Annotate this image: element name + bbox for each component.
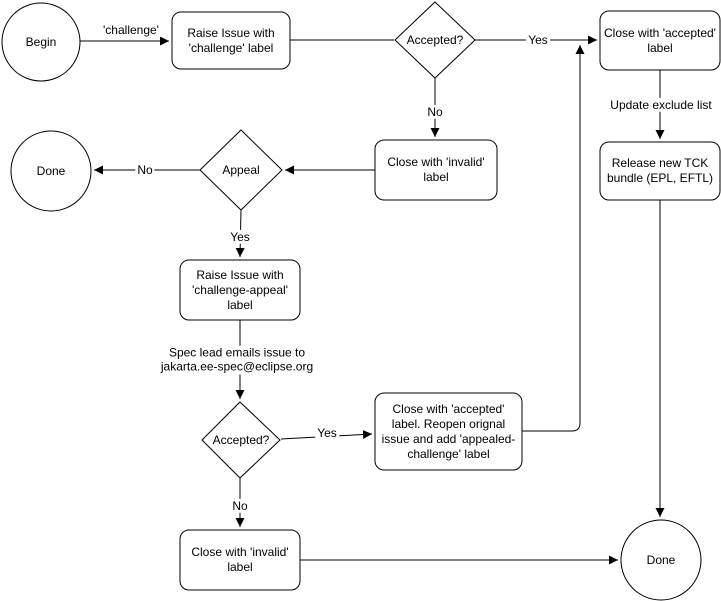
close-accepted-shape	[599, 10, 721, 71]
close-accepted-label: Close with 'accepted' label	[604, 25, 716, 55]
accepted1-decision-shape	[394, 1, 476, 79]
close-invalid2-shape	[179, 529, 301, 591]
done-right-node-shape	[620, 519, 702, 601]
release-tck-label: Release new TCK bundle (EPL, EFTL)	[606, 156, 714, 185]
raise-challenge-issue-shape	[171, 11, 291, 70]
close-invalid1-shape	[374, 139, 498, 201]
done-right-node-label: Done	[646, 552, 676, 567]
begin-node-shape	[1, 2, 81, 82]
edge-label-appeal-yes: Yes	[228, 229, 252, 245]
close-accepted-reopen-shape	[374, 392, 523, 471]
edge-label-update-exclude: Update exclude list	[608, 97, 714, 113]
close-invalid2-label: Close with 'invalid' label	[191, 545, 289, 574]
raise-challenge-appeal-issue-shape	[179, 259, 301, 321]
accepted2-decision-label: Accepted?	[212, 432, 270, 447]
edge-label-appeal-no: No	[135, 162, 155, 178]
done-left-node-shape	[10, 130, 92, 212]
begin-node-label: Begin	[25, 34, 57, 49]
edge-reopen-to-close-accepted	[522, 45, 585, 432]
edge-label-accepted2-no: No	[230, 498, 250, 514]
accepted1-decision-label: Accepted?	[406, 32, 464, 47]
appeal-decision-label: Appeal	[222, 162, 260, 177]
raise-challenge-issue-label: Raise Issue with 'challenge' label	[187, 25, 275, 55]
close-invalid1-label: Close with 'invalid' label	[387, 155, 485, 184]
edge-label-challenge: 'challenge'	[101, 22, 161, 38]
done-left-node-label: Done	[36, 163, 66, 178]
accepted2-decision-shape	[201, 401, 281, 479]
raise-challenge-appeal-issue-label: Raise Issue with 'challenge-appeal' labe…	[192, 267, 288, 312]
edge-label-accepted2-yes: Yes	[315, 425, 339, 441]
edge-label-accepted1-no: No	[425, 104, 445, 120]
release-tck-shape	[599, 141, 721, 201]
edge-label-spec-lead-email: Spec lead emails issue to jakarta.ee-spe…	[153, 345, 321, 375]
appeal-decision-shape	[199, 129, 283, 211]
close-accepted-reopen-label: Close with 'accepted' label. Reopen orig…	[381, 401, 516, 461]
edge-label-accepted1-yes: Yes	[526, 32, 550, 48]
